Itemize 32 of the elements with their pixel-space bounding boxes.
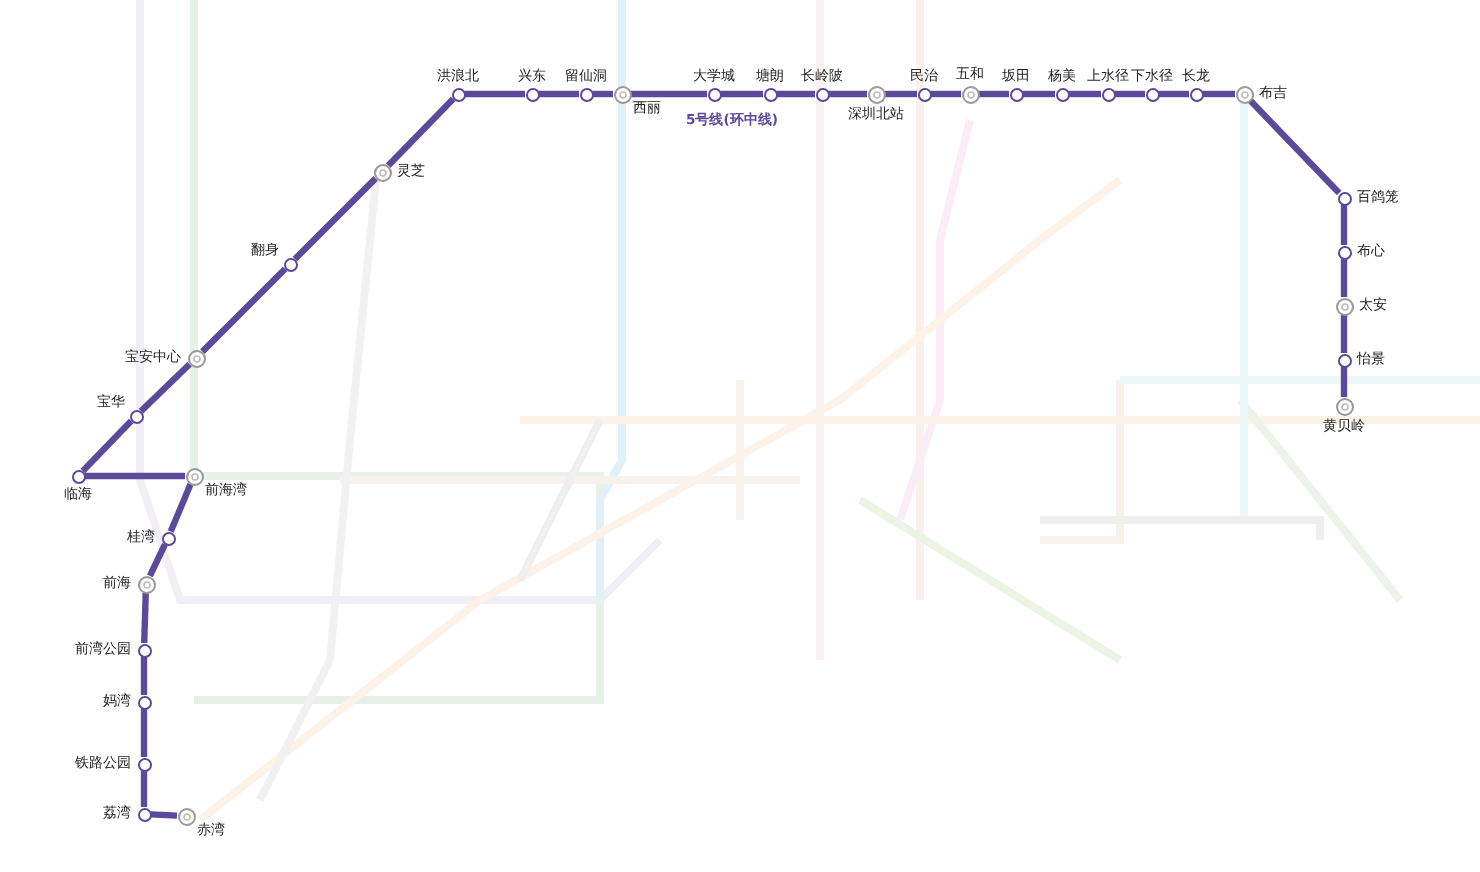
line-segment: [138, 361, 192, 414]
line-segment: [85, 472, 185, 480]
line-segment: [200, 266, 288, 354]
line-segment: [631, 90, 707, 98]
line-segment: [777, 90, 815, 98]
line-segment: [1340, 315, 1348, 353]
line-segment: [141, 592, 149, 644]
line-segment: [140, 657, 148, 695]
line-segment: [1203, 90, 1235, 98]
line-segment: [931, 90, 961, 98]
line-segment: [167, 483, 194, 533]
line-segment: [721, 90, 763, 98]
line-segment: [140, 709, 148, 757]
line-segment: [386, 96, 456, 168]
line-segment: [1247, 98, 1342, 196]
line-segment: [1340, 205, 1348, 245]
line-segment: [147, 542, 168, 578]
line-segment: [829, 90, 867, 98]
line-segment: [1069, 90, 1101, 98]
line-segment: [1340, 367, 1348, 397]
line-segment: [1023, 90, 1055, 98]
line-segment: [80, 418, 134, 474]
line-segment: [140, 771, 148, 807]
line-segment: [539, 90, 579, 98]
line-segment: [1159, 90, 1189, 98]
line-segment: [1340, 259, 1348, 297]
line-segment: [593, 90, 613, 98]
line-segment: [885, 90, 917, 98]
line-segment: [292, 176, 378, 262]
line-segment: [150, 811, 178, 819]
line-segment: [465, 90, 525, 98]
line-segment: [1115, 90, 1145, 98]
